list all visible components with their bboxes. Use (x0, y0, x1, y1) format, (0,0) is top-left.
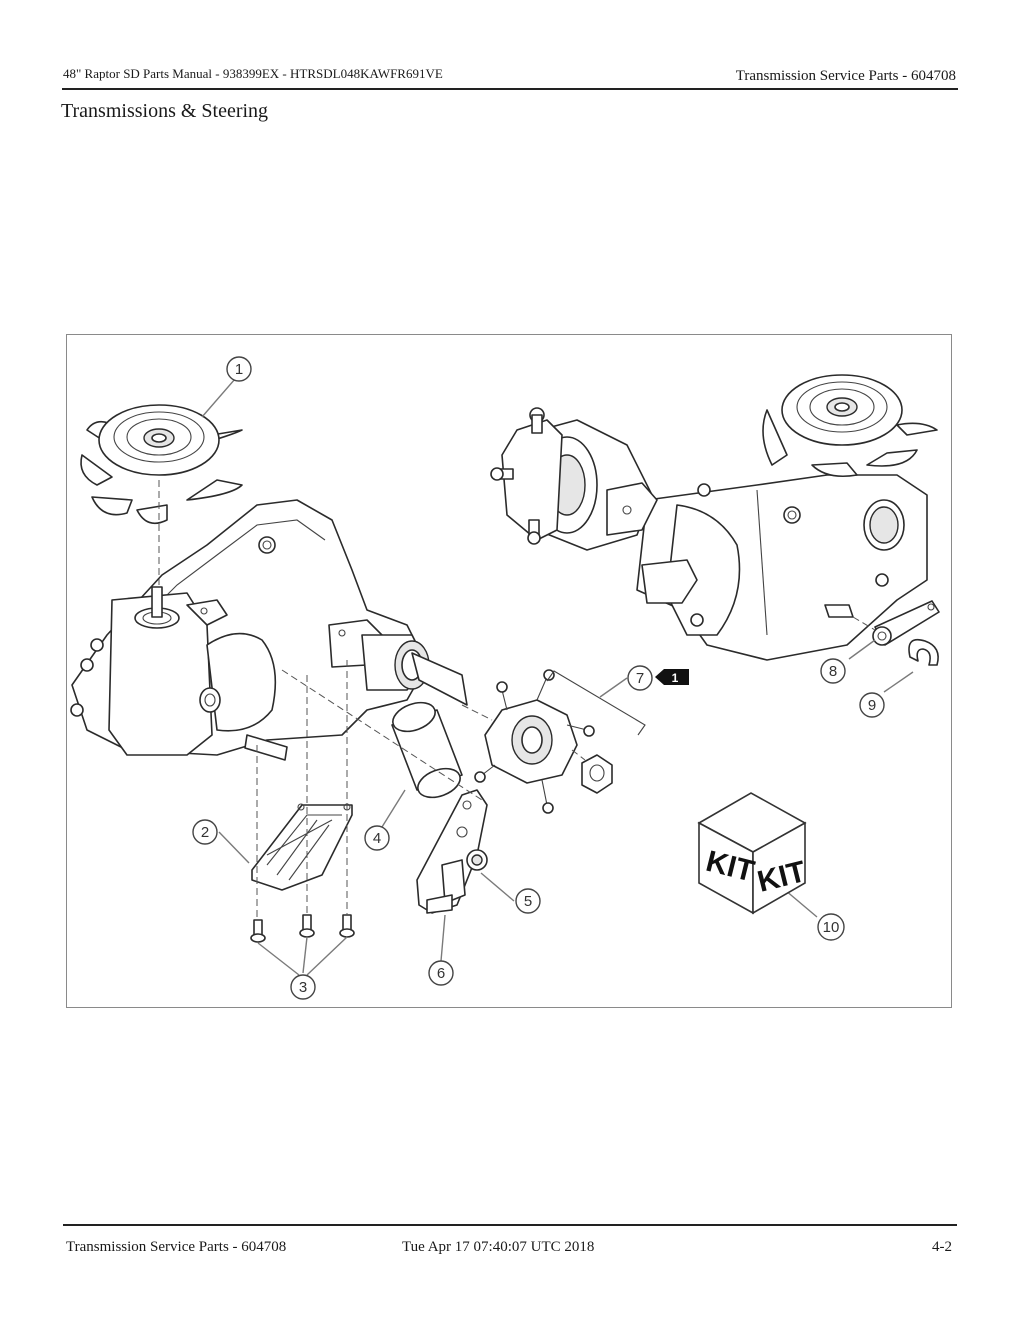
svg-text:6: 6 (437, 965, 445, 982)
footer-section-title: Transmission Service Parts - 604708 (66, 1239, 287, 1255)
svg-text:10: 10 (823, 919, 840, 936)
shield-guard-part (251, 803, 353, 891)
svg-text:1: 1 (672, 671, 679, 685)
kit-box-part: KIT KIT (697, 792, 809, 915)
callout-leaders (201, 378, 914, 976)
svg-text:8: 8 (829, 663, 837, 680)
exploded-parts-diagram: 1 2 3 4 5 6 7 8 (66, 334, 952, 1008)
assembly-dash-lines (158, 480, 876, 920)
hub-group-bracket (546, 670, 646, 736)
footer-timestamp: Tue Apr 17 07:40:07 UTC 2018 (402, 1239, 595, 1255)
callout-6: 6 (428, 960, 454, 986)
wheel-hub-part (474, 669, 613, 814)
header-section-title: Transmission Service Parts - 604708 (735, 68, 956, 84)
diagram-canvas: 1 2 3 4 5 6 7 8 (70, 356, 940, 1000)
svg-text:4: 4 (373, 830, 381, 847)
callout-4: 4 (364, 825, 390, 851)
svg-text:7: 7 (636, 670, 644, 687)
bolts-part (250, 914, 355, 943)
callout-5: 5 (515, 888, 541, 914)
e-clip-part (908, 638, 939, 666)
transmission-right-view (490, 374, 938, 661)
callout-3: 3 (290, 974, 316, 1000)
svg-text:3: 3 (299, 979, 307, 996)
callout-10: 10 (817, 913, 845, 941)
callout-1: 1 (226, 356, 252, 382)
callout-7: 7 (627, 665, 653, 691)
callout-2: 2 (192, 819, 218, 845)
callout-8: 8 (820, 658, 846, 684)
note-badge: 1 (655, 669, 689, 685)
footer-page-number: 4-2 (932, 1239, 952, 1255)
callout-9: 9 (859, 692, 885, 718)
transmission-left-view (70, 499, 468, 761)
page-title: Transmissions & Steering (61, 100, 269, 122)
svg-text:1: 1 (235, 361, 243, 378)
svg-text:2: 2 (201, 824, 209, 841)
svg-text:5: 5 (524, 893, 532, 910)
fan-pulley-part (80, 404, 243, 525)
header-rule (62, 88, 958, 90)
control-arm-part (872, 600, 940, 646)
footer-rule (63, 1224, 957, 1226)
svg-text:9: 9 (868, 697, 876, 714)
idler-bracket-part (416, 789, 488, 914)
filter-cylinder-part (391, 701, 463, 799)
header-manual-title: 48" Raptor SD Parts Manual - 938399EX - … (63, 66, 443, 81)
